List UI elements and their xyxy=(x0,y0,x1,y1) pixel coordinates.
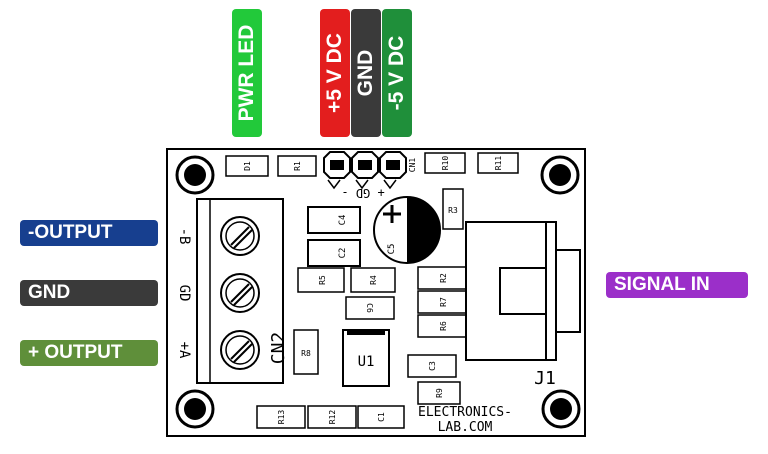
j1-label: J1 xyxy=(534,368,556,389)
cn1-label: CN1 xyxy=(408,158,417,173)
r5-label: R5 xyxy=(318,275,327,285)
u1-label: U1 xyxy=(358,354,375,370)
neg-output-tag: -OUTPUT xyxy=(20,220,158,246)
r6-label: R6 xyxy=(439,321,448,331)
r3-outline xyxy=(442,188,464,230)
c2-outline xyxy=(307,239,361,267)
r13-outline xyxy=(256,405,306,429)
c1-label: C1 xyxy=(377,412,386,422)
r3-label: R3 xyxy=(448,206,458,215)
cn2-pin-gd-label: GD xyxy=(176,285,192,302)
mounting-hole-bl xyxy=(175,389,215,429)
cn1-header xyxy=(323,151,407,190)
c4-label: C4 xyxy=(338,215,348,226)
r1-outline xyxy=(277,155,317,177)
mounting-hole-br xyxy=(541,389,581,429)
c1-outline xyxy=(357,405,405,429)
u1-outline xyxy=(342,329,390,387)
r8-outline xyxy=(293,329,319,375)
signal-in-tag: SIGNAL IN xyxy=(606,272,748,298)
d1-label: D1 xyxy=(243,161,252,171)
screw-1 xyxy=(220,216,260,256)
r10-outline xyxy=(424,152,466,174)
plus5v-tag: +5 V DC xyxy=(320,9,350,137)
neg-output-label: -OUTPUT xyxy=(28,222,113,243)
cn2-label: CN2 xyxy=(268,332,289,365)
r4-outline xyxy=(350,267,396,293)
cn2-terminal-block xyxy=(196,198,284,384)
logo-line-2: LAB.COM xyxy=(438,420,493,435)
r8-label: R8 xyxy=(301,349,311,358)
signal-in-label: SIGNAL IN xyxy=(614,274,710,295)
gnd-top-tag: GND xyxy=(351,9,381,137)
r11-label: R11 xyxy=(494,156,503,171)
r10-label: R10 xyxy=(441,156,450,171)
r9-outline xyxy=(417,381,461,405)
c3-outline xyxy=(407,354,457,378)
pos-output-label: + OUTPUT xyxy=(28,342,123,363)
r9-label: R9 xyxy=(435,388,444,398)
cn2-pin-a-label: +A xyxy=(176,342,192,359)
logo-line-1: ELECTRONICS- xyxy=(418,405,512,420)
r4-label: R4 xyxy=(369,275,378,285)
c5-capacitor xyxy=(373,196,441,264)
d1-outline xyxy=(225,155,269,177)
r7-label: R7 xyxy=(439,297,448,307)
c2-label: C2 xyxy=(338,248,348,259)
c5-label: C5 xyxy=(387,244,397,255)
c4-outline xyxy=(307,206,361,234)
gnd-left-label: GND xyxy=(28,282,71,303)
r12-label: R12 xyxy=(328,410,337,425)
j1-connector xyxy=(465,221,581,361)
mounting-hole-tl xyxy=(175,155,215,195)
c6-label: C6 xyxy=(365,303,374,313)
mounting-hole-tr xyxy=(540,155,580,195)
cn1-pins-label: + GD - xyxy=(341,186,384,200)
gnd-left-tag: GND xyxy=(20,280,158,306)
r13-label: R13 xyxy=(277,410,286,425)
cn2-pin-b-label: -B xyxy=(176,228,192,245)
c6-outline xyxy=(345,296,395,320)
c3-label: C3 xyxy=(428,361,437,371)
screw-3 xyxy=(220,330,260,370)
r12-outline xyxy=(307,405,357,429)
minus5v-tag: -5 V DC xyxy=(382,9,412,137)
r2-label: R2 xyxy=(439,273,448,283)
r11-outline xyxy=(477,152,519,174)
screw-2 xyxy=(220,273,260,313)
r1-label: R1 xyxy=(293,161,302,171)
pwr-led-tag: PWR LED xyxy=(232,9,262,137)
r5-outline xyxy=(297,267,345,293)
pos-output-tag: + OUTPUT xyxy=(20,340,158,366)
